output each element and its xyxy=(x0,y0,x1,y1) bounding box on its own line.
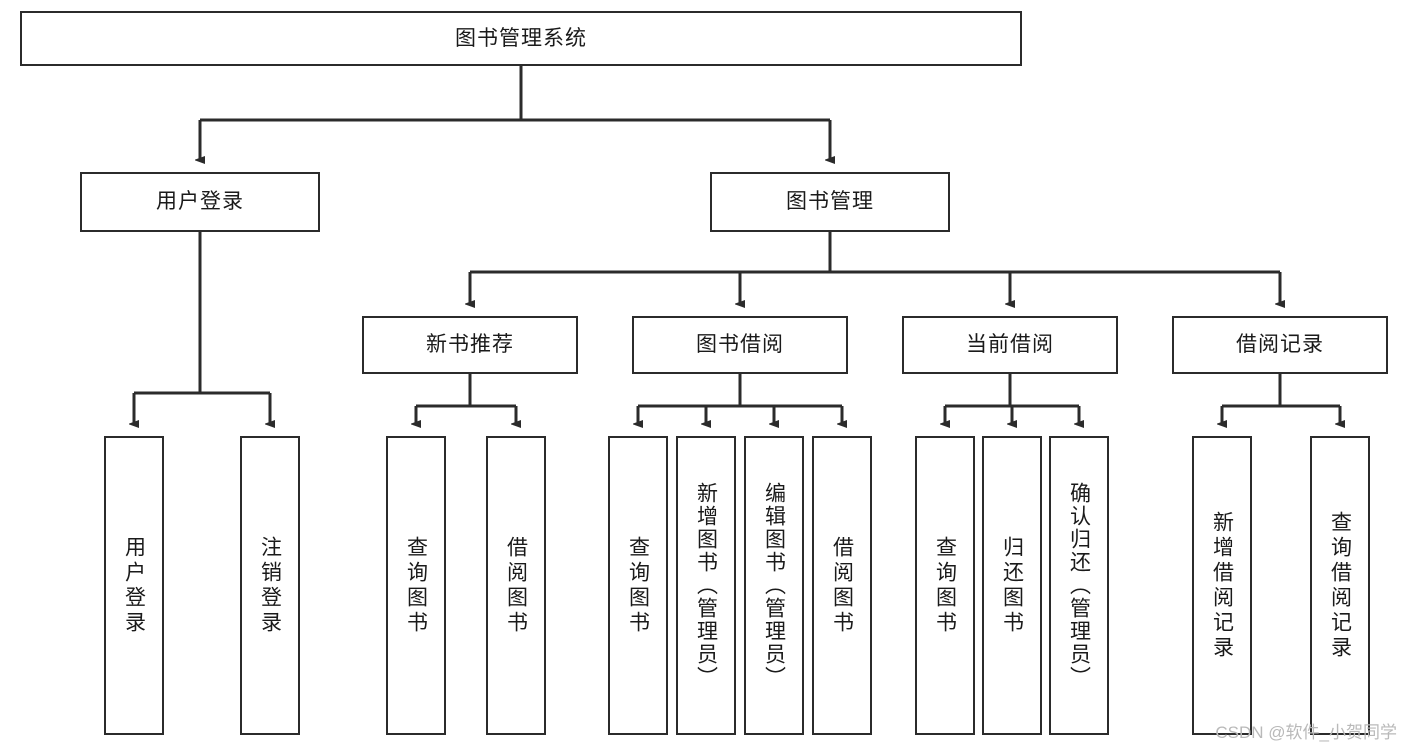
node-leaf-confirm-return[interactable]: 确认归还（管理员） xyxy=(1049,436,1109,735)
node-label: 借阅图书 xyxy=(830,535,854,636)
node-label: 新增借阅记录 xyxy=(1210,510,1234,661)
watermark-label: CSDN @软件_小贺同学 xyxy=(1215,723,1397,742)
node-label: 查询图书 xyxy=(626,535,650,636)
node-borrow-record[interactable]: 借阅记录 xyxy=(1172,316,1388,374)
node-label: 用户登录 xyxy=(156,190,244,214)
node-label: 图书管理系统 xyxy=(455,26,587,50)
node-label: 借阅记录 xyxy=(1236,333,1324,357)
node-leaf-logout[interactable]: 注销登录 xyxy=(240,436,300,735)
node-label: 借阅图书 xyxy=(504,535,528,636)
node-leaf-query-book-2[interactable]: 查询图书 xyxy=(608,436,668,735)
node-book-borrow[interactable]: 图书借阅 xyxy=(632,316,848,374)
node-leaf-query-book-3[interactable]: 查询图书 xyxy=(915,436,975,735)
node-leaf-query-record[interactable]: 查询借阅记录 xyxy=(1310,436,1370,735)
node-label: 查询借阅记录 xyxy=(1328,510,1352,661)
node-new-book-rec[interactable]: 新书推荐 xyxy=(362,316,578,374)
node-label: 查询图书 xyxy=(404,535,428,636)
node-root[interactable]: 图书管理系统 xyxy=(20,11,1022,66)
node-book-manage[interactable]: 图书管理 xyxy=(710,172,950,232)
node-label: 图书借阅 xyxy=(696,333,784,357)
node-label: 图书管理 xyxy=(786,190,874,214)
node-label: 查询图书 xyxy=(933,535,957,636)
node-leaf-add-book[interactable]: 新增图书（管理员） xyxy=(676,436,736,735)
node-label: 归还图书 xyxy=(1000,535,1024,636)
node-leaf-edit-book[interactable]: 编辑图书（管理员） xyxy=(744,436,804,735)
node-label: 新增图书（管理员） xyxy=(694,482,718,689)
node-leaf-query-book-1[interactable]: 查询图书 xyxy=(386,436,446,735)
node-leaf-return-book[interactable]: 归还图书 xyxy=(982,436,1042,735)
node-label: 编辑图书（管理员） xyxy=(762,482,786,689)
node-label: 新书推荐 xyxy=(426,333,514,357)
node-current-borrow[interactable]: 当前借阅 xyxy=(902,316,1118,374)
node-leaf-borrow-book-2[interactable]: 借阅图书 xyxy=(812,436,872,735)
node-label: 注销登录 xyxy=(258,535,282,636)
node-leaf-borrow-book-1[interactable]: 借阅图书 xyxy=(486,436,546,735)
node-label: 用户登录 xyxy=(122,535,146,636)
node-user-login[interactable]: 用户登录 xyxy=(80,172,320,232)
node-leaf-user-login[interactable]: 用户登录 xyxy=(104,436,164,735)
node-leaf-add-record[interactable]: 新增借阅记录 xyxy=(1192,436,1252,735)
node-label: 确认归还（管理员） xyxy=(1067,482,1091,689)
node-label: 当前借阅 xyxy=(966,333,1054,357)
